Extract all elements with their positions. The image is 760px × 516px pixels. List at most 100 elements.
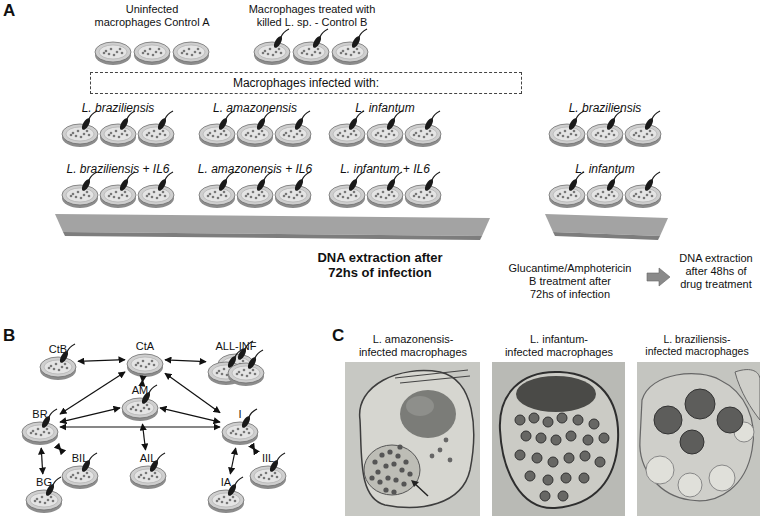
annotation-text: L. infantum- infected macrophages [489, 333, 629, 359]
dish-drawing [26, 488, 62, 514]
micrograph [345, 362, 480, 516]
group-shelf-shadow [553, 232, 660, 240]
parasite-icon [80, 453, 97, 473]
block-arrow [647, 268, 670, 286]
parasite-icon [643, 172, 660, 192]
parasite-icon [423, 111, 440, 131]
petri-dish [199, 124, 235, 147]
petri-dish [62, 124, 98, 147]
micrograph [637, 362, 760, 516]
petri-dish [138, 185, 174, 208]
parasite-icon [246, 350, 263, 370]
panel-letter: B [3, 326, 25, 346]
comparison-arrow [78, 360, 125, 362]
group-shelf-shadow [63, 232, 482, 240]
culture-dish-node: CtA [127, 340, 163, 378]
dish-drawing [122, 396, 158, 422]
petri-dish [173, 42, 209, 65]
petri-dish [138, 124, 174, 147]
panel-letter: A [3, 1, 25, 21]
annotation-text: L. amazonensis + IL6 [185, 162, 325, 176]
annotation-text: L. braziliensis- infected macrophages [634, 333, 760, 358]
node-label: AIL [120, 452, 176, 464]
parasite-icon [643, 111, 660, 131]
node-label: AM [112, 384, 168, 396]
comparison-arrow [253, 448, 254, 450]
parasite-icon [272, 29, 289, 49]
petri-dish [332, 42, 368, 65]
petri-dish [405, 124, 441, 147]
parasite-icon [140, 385, 157, 405]
node-label: CtA [117, 340, 173, 352]
parasite-icon [156, 111, 173, 131]
culture-dish-node: ALL-INF [208, 340, 264, 386]
micrograph [492, 362, 625, 516]
petri-dish [587, 124, 623, 147]
parasite-icon [44, 477, 61, 497]
petri-dish [367, 124, 403, 147]
annotation-text: DNA extraction after 48hs of drug treatm… [672, 252, 760, 291]
comparison-arrow [142, 380, 143, 382]
annotation-text: Glucantime/Amphotericin B treatment afte… [495, 262, 645, 301]
annotation-text: L. amazonensis- infected macrophages [343, 333, 483, 359]
petri-dish [549, 185, 585, 208]
petri-dish [199, 185, 235, 208]
parasite-icon [58, 344, 75, 364]
petri-dish [100, 185, 136, 208]
dish-drawing [208, 352, 264, 386]
dashed-group-box: Macrophages infected with: [90, 72, 522, 94]
culture-dish-node: I [222, 408, 258, 446]
petri-dish [329, 185, 365, 208]
comparison-arrow [230, 448, 235, 474]
petri-dish [222, 422, 258, 445]
annotation-text: L. braziliensis + IL6 [48, 162, 188, 176]
node-label: BR [12, 408, 68, 420]
dish-drawing [250, 464, 286, 490]
culture-dish-node: IIL [250, 452, 286, 490]
petri-dish [405, 185, 441, 208]
parasite-icon [240, 409, 257, 429]
comparison-arrow [160, 408, 220, 422]
node-label: IIL [240, 452, 296, 464]
annotation-text: Macrophages treated with killed L. sp. -… [222, 3, 402, 29]
petri-dish [130, 466, 166, 489]
comparison-arrow [165, 373, 220, 412]
petri-dish [329, 124, 365, 147]
node-label: Macrophages infected with: [233, 76, 379, 90]
petri-dish [237, 185, 273, 208]
comparison-arrow [60, 408, 120, 422]
petri-dish [228, 363, 264, 386]
petri-dish [40, 357, 76, 380]
dish-drawing [127, 352, 163, 378]
petri-dish [62, 185, 98, 208]
dish-drawing [222, 420, 258, 446]
comparison-arrow [142, 424, 145, 450]
culture-dish-node: AIL [130, 452, 166, 490]
culture-dish-node: BG [26, 476, 62, 514]
node-label: I [212, 408, 268, 420]
parasite-icon [350, 29, 367, 49]
node-label: BIL [52, 452, 108, 464]
dish-drawing [62, 464, 98, 490]
petri-dish [275, 185, 311, 208]
petri-dish [26, 490, 62, 513]
annotation-text: L. infantum + IL6 [315, 162, 455, 176]
panel-letter: C [332, 326, 354, 346]
comparison-arrow [60, 426, 220, 427]
annotation-text: Uninfected macrophages Control A [78, 3, 226, 29]
dish-drawing [40, 355, 76, 381]
culture-dish-node: BR [22, 408, 58, 446]
petri-dish [250, 466, 286, 489]
culture-dish-node: AM [122, 384, 158, 422]
parasite-icon [226, 477, 243, 497]
culture-dish-node: IA [208, 476, 244, 514]
petri-dish [208, 490, 244, 513]
parasite-icon [40, 409, 57, 429]
comparison-arrow [165, 360, 206, 362]
petri-dish [367, 185, 403, 208]
annotation-text: L. infantum [325, 101, 445, 115]
petri-dish [237, 124, 273, 147]
dish-drawing [22, 420, 58, 446]
parasite-icon [311, 29, 328, 49]
